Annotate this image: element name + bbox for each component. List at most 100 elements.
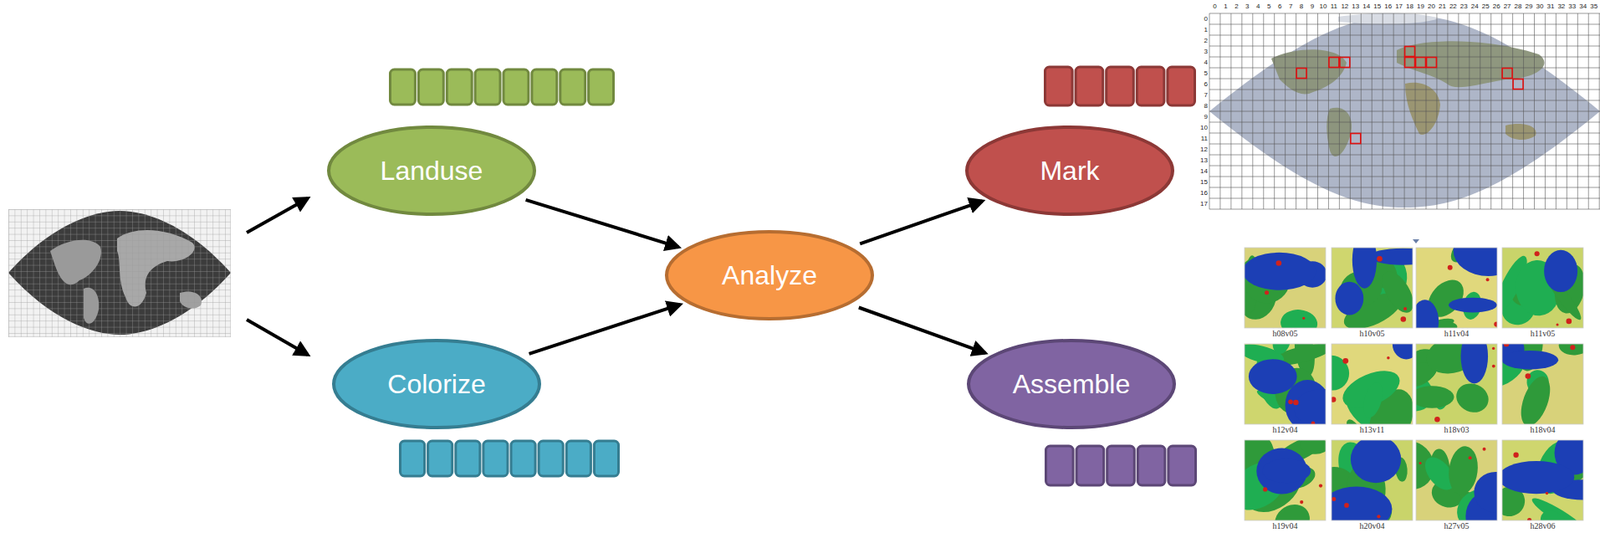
grid-line [1209,78,1600,80]
ellipse-shape [966,127,1173,215]
process-ellipse: Colorize [331,337,542,430]
column-number: 22 [1449,2,1457,11]
tile-caption: h13v11 [1359,424,1386,435]
tile-caption: h18v03 [1444,424,1470,435]
tile-caption: h08v05 [1272,328,1299,338]
tile-caption: h10v05 [1359,328,1386,338]
ellipse-shape [666,231,873,319]
ellipse-shape [328,127,535,215]
column-number: 35 [1589,2,1598,11]
column-number: 2 [1234,2,1238,11]
tile-image [1244,247,1326,328]
node-label: Assemble [1012,368,1131,400]
process-ellipse: Landuse [326,124,537,217]
grid-line [1209,143,1600,145]
tile-image [1502,439,1584,521]
column-number: 6 [1277,2,1282,11]
column-number: 23 [1460,2,1468,11]
row-number: 3 [1204,47,1208,57]
tile-caption: h27v05 [1444,521,1470,531]
tile-mosaic [1217,224,1600,538]
marked-cell [1405,46,1416,57]
row-number: 9 [1204,112,1208,122]
column-number: 28 [1514,2,1523,11]
column-number: 12 [1340,2,1349,11]
queue-slot [1075,66,1104,106]
row-number: 13 [1200,156,1208,165]
column-number: 21 [1438,2,1447,11]
input-arrow [246,198,308,233]
tile-image [1415,343,1498,425]
row-number: 12 [1200,145,1208,154]
grid-line [1209,24,1600,26]
queue-slot [1137,445,1166,486]
column-number: 9 [1310,2,1314,11]
column-number: 0 [1212,2,1217,11]
marked-cell [1350,133,1361,144]
queue-slot [1136,66,1165,106]
tile-image [1415,439,1498,521]
tile-image [1502,343,1584,425]
column-number: 4 [1256,2,1260,11]
column-number: 19 [1416,2,1425,11]
queue-slot [511,440,536,476]
column-number: 18 [1405,2,1414,11]
column-number: 33 [1568,2,1576,11]
queue-slot [428,440,453,476]
column-number: 5 [1267,2,1271,11]
row-number: 4 [1204,58,1208,67]
queue-bars [390,66,1197,486]
row-number: 10 [1200,123,1208,133]
queue-slot [588,69,614,105]
row-number: 5 [1204,69,1208,78]
column-number: 34 [1579,2,1587,11]
grid-line [1209,132,1600,134]
node-label: Landuse [380,155,484,187]
process-ellipse: Analyze [664,229,875,322]
column-number: 27 [1503,2,1512,11]
queue-slot [1045,66,1074,106]
flow-arrow [526,199,680,247]
row-number: 8 [1204,102,1208,111]
tile-image [1502,247,1584,328]
column-number: 30 [1536,2,1544,11]
column-number: 10 [1319,2,1328,11]
row-number: 0 [1204,15,1208,24]
tile-image [1244,439,1326,521]
tile-image [1244,343,1326,425]
marked-cell [1329,57,1340,68]
column-number: 1 [1223,2,1227,11]
queue-slot [1107,445,1135,486]
row-number: 17 [1200,199,1208,209]
grid-lines [1209,13,1600,210]
column-number: 7 [1288,2,1293,11]
ellipse-shape [333,340,540,428]
row-number: 15 [1200,178,1208,187]
queue-slot [483,440,508,476]
queue-slot [1076,445,1105,486]
tile-image [1331,439,1413,521]
column-number: 13 [1351,2,1360,11]
column-number: 29 [1525,2,1534,11]
process-ellipse: Assemble [966,337,1177,430]
queue-slot [538,440,563,476]
queue-slot [418,69,444,105]
queue-slot [1168,445,1197,486]
queue-slot [446,69,472,105]
queue-slot [503,69,529,105]
queue-slot [1046,445,1074,486]
row-number: 1 [1204,25,1208,35]
column-number: 8 [1299,2,1304,11]
row-number: 16 [1200,189,1208,198]
column-number: 31 [1546,2,1554,11]
queue-slot [400,440,425,476]
node-label: Mark [1039,155,1100,187]
process-ellipse: Mark [964,124,1176,217]
queue-slot [1106,66,1135,106]
column-number: 26 [1492,2,1501,11]
grid-line [1209,122,1600,123]
grid-line [1209,198,1600,200]
grid-line [1209,165,1600,167]
tile-image [1331,343,1413,425]
queue-slot [475,69,501,105]
